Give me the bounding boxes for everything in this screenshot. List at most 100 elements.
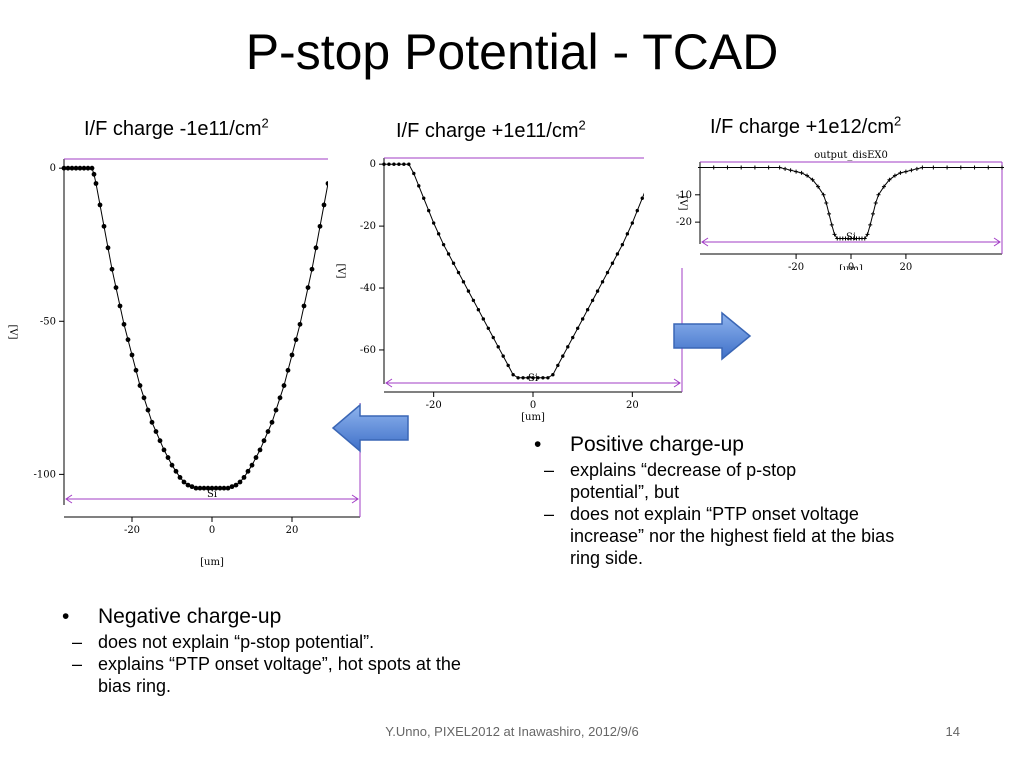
data-point	[476, 307, 481, 312]
data-point	[281, 383, 287, 388]
data-point	[625, 232, 630, 236]
data-point	[531, 376, 535, 380]
data-point	[862, 236, 867, 241]
data-point	[249, 462, 255, 468]
page-number: 14	[945, 724, 960, 739]
data-point	[157, 438, 163, 444]
data-point	[972, 165, 977, 170]
slide-footer: Y.Unno, PIXEL2012 at Inawashiro, 2012/9/…	[385, 724, 639, 739]
data-point	[137, 383, 143, 388]
y-tick-label: 0	[370, 159, 376, 170]
data-point	[909, 168, 914, 173]
data-point	[201, 485, 207, 491]
data-point	[446, 252, 451, 256]
data-point	[217, 485, 223, 491]
data-point	[1000, 165, 1004, 170]
x-axis-label: [um]	[521, 412, 545, 423]
caption-superscript: 2	[578, 117, 586, 133]
data-point	[105, 245, 111, 251]
si-region-label: Si	[207, 489, 217, 500]
data-point	[113, 285, 119, 291]
x-tick-label: 0	[209, 525, 215, 536]
y-tick-label: -10	[676, 190, 692, 201]
y-tick-label: -50	[40, 316, 56, 327]
y-tick-label: -60	[360, 345, 376, 356]
caption-superscript: 2	[893, 113, 902, 129]
data-point	[149, 419, 155, 425]
data-point	[77, 165, 83, 171]
data-point	[810, 177, 815, 182]
data-point	[516, 376, 520, 380]
data-point	[422, 196, 426, 200]
bullet-text: Positive charge-up	[570, 433, 744, 456]
data-point	[297, 321, 303, 327]
data-point	[526, 376, 530, 380]
data-point	[289, 352, 295, 358]
data-point	[117, 303, 123, 309]
y-tick-label: -40	[360, 283, 376, 294]
x-tick-label: -20	[124, 525, 140, 536]
data-point	[752, 165, 757, 170]
si-arrow-right	[673, 378, 681, 388]
x-tick-label: 20	[900, 262, 913, 270]
x-tick-label: 20	[286, 525, 299, 536]
data-point	[261, 438, 267, 444]
sub-bullet: – explains “decrease of p-stop potential…	[526, 459, 870, 503]
si-arrow-left	[65, 494, 73, 504]
data-point	[892, 173, 897, 178]
y-axis-label: [V]	[335, 263, 346, 278]
series-line	[384, 163, 682, 379]
data-point	[794, 169, 799, 174]
data-point	[197, 485, 203, 491]
data-point	[109, 266, 115, 272]
data-point	[165, 455, 171, 460]
data-point	[285, 367, 291, 373]
data-point	[481, 317, 486, 321]
data-point	[635, 208, 639, 213]
data-point	[799, 170, 804, 175]
data-point	[920, 165, 925, 170]
data-point	[93, 181, 99, 186]
data-point	[81, 165, 87, 171]
data-point	[257, 447, 263, 453]
data-point	[407, 162, 411, 166]
data-point	[590, 298, 595, 303]
data-point	[153, 429, 159, 434]
data-point	[640, 196, 644, 200]
data-point	[69, 165, 75, 171]
data-point	[441, 242, 446, 247]
data-point	[85, 165, 91, 171]
data-point	[133, 367, 139, 373]
crop-mask	[328, 143, 370, 403]
data-point	[65, 165, 71, 171]
x-tick-label: 0	[530, 400, 536, 411]
data-point	[536, 376, 540, 380]
caption-text: I/F charge -1e11/cm	[84, 118, 262, 140]
data-point	[486, 326, 490, 330]
data-point	[876, 192, 881, 197]
data-point	[169, 462, 175, 468]
sub-bullet: – does not explain “PTP onset voltage in…	[526, 503, 900, 569]
data-point	[783, 166, 788, 171]
sub-bullet-text: explains “PTP onset voltage”, hot spots …	[98, 654, 461, 696]
data-point	[209, 485, 215, 491]
data-point	[309, 266, 315, 272]
sub-bullet-text: does not explain “PTP onset voltage incr…	[570, 504, 895, 568]
x-tick-label: -20	[788, 262, 804, 270]
data-point	[177, 475, 183, 480]
y-axis-label: [V]	[7, 324, 18, 339]
data-point	[870, 211, 875, 216]
y-tick-label: -100	[34, 469, 56, 480]
caption-text: I/F charge +1e11/cm	[396, 120, 579, 142]
si-arrow-right	[993, 237, 1001, 247]
bullet-symbol: •	[62, 605, 70, 628]
data-point	[546, 376, 550, 380]
data-point	[145, 407, 151, 413]
data-point	[253, 455, 259, 460]
data-point	[305, 285, 311, 291]
data-point	[213, 485, 219, 491]
arrow-left-icon	[331, 403, 409, 453]
data-point	[615, 252, 620, 256]
data-point	[185, 482, 191, 488]
